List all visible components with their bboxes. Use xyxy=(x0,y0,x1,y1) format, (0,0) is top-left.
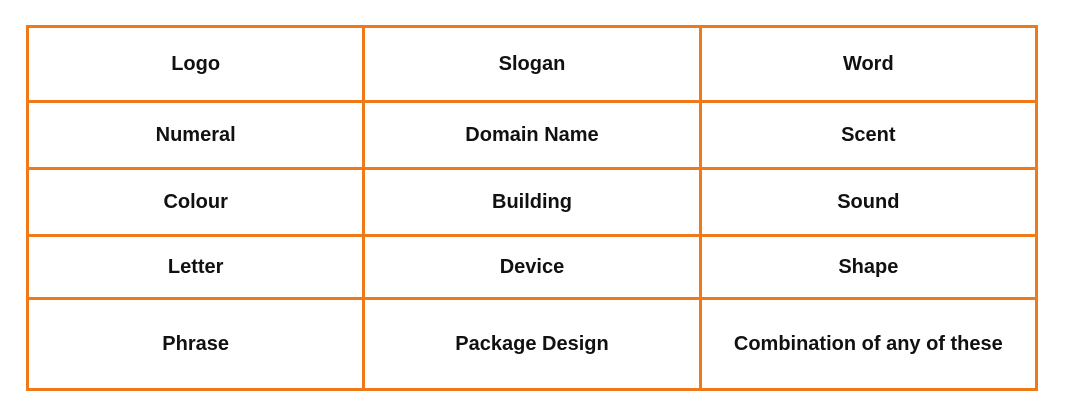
table-cell-numeral: Numeral xyxy=(25,100,366,170)
table-row: Numeral Domain Name Scent xyxy=(25,100,1039,170)
table-cell-package-design: Package Design xyxy=(362,297,702,391)
table-row: Phrase Package Design Combination of any… xyxy=(25,297,1039,391)
table-cell-shape: Shape xyxy=(698,234,1039,300)
table-cell-domain-name: Domain Name xyxy=(362,100,702,170)
trademark-types-table: Logo Slogan Word Numeral Domain Name Sce… xyxy=(25,25,1039,391)
table-cell-device: Device xyxy=(362,234,702,300)
table-cell-letter: Letter xyxy=(25,234,366,300)
table-cell-sound: Sound xyxy=(698,167,1039,237)
table-cell-building: Building xyxy=(362,167,702,237)
table-cell-word: Word xyxy=(698,25,1039,103)
table-cell-slogan: Slogan xyxy=(362,25,702,103)
table-row: Logo Slogan Word xyxy=(25,25,1039,103)
table-cell-colour: Colour xyxy=(25,167,366,237)
table-row: Letter Device Shape xyxy=(25,234,1039,300)
table-cell-phrase: Phrase xyxy=(25,297,366,391)
table-cell-logo: Logo xyxy=(25,25,366,103)
table-cell-combination: Combination of any of these xyxy=(698,297,1039,391)
table-row: Colour Building Sound xyxy=(25,167,1039,237)
table-cell-scent: Scent xyxy=(698,100,1039,170)
